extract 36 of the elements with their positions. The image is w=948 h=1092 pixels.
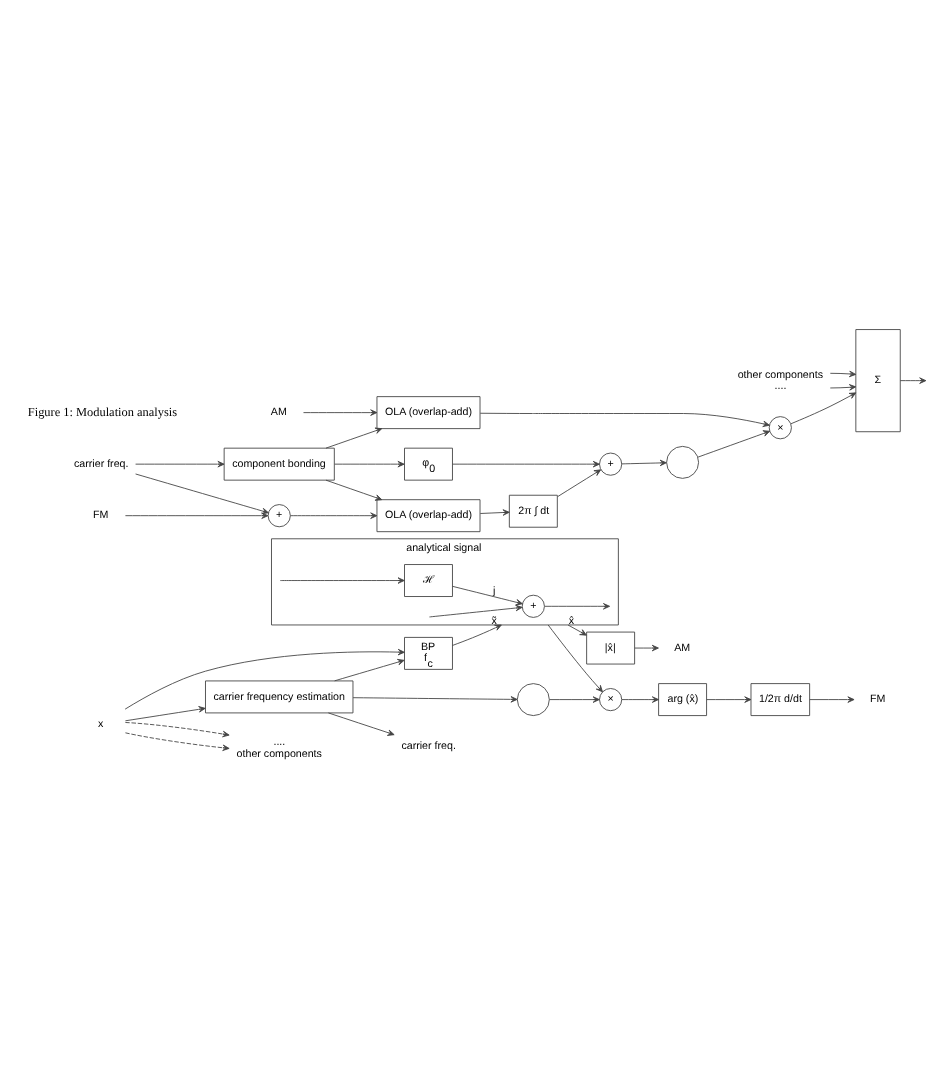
arrow — [479, 411, 770, 427]
arrow — [452, 459, 600, 467]
arrow — [334, 459, 405, 467]
arrow — [124, 705, 206, 721]
arrow — [567, 623, 587, 635]
arrow — [124, 721, 230, 737]
arrow — [452, 584, 523, 605]
arrow — [352, 695, 518, 702]
arrow — [135, 472, 269, 514]
arrow — [479, 508, 510, 515]
arrow — [829, 369, 857, 377]
arrow — [621, 695, 659, 702]
arrow — [547, 623, 603, 692]
arrow — [790, 391, 857, 424]
arrow — [809, 695, 855, 702]
arrow — [452, 623, 502, 645]
arrow — [303, 408, 378, 415]
arrow — [429, 598, 523, 617]
arrow — [549, 695, 600, 702]
arrow — [124, 647, 405, 709]
arrow — [706, 695, 752, 702]
arrow — [334, 657, 405, 681]
arrow — [325, 426, 383, 448]
node-circle — [666, 444, 700, 478]
arrow — [829, 383, 857, 390]
arrow — [634, 643, 659, 651]
arrow — [124, 511, 269, 518]
arrow — [124, 731, 230, 750]
arrow — [327, 711, 395, 735]
arrow — [135, 459, 225, 467]
arrow — [621, 458, 667, 466]
arrow — [325, 478, 383, 500]
node-circle — [516, 682, 550, 716]
arrow — [557, 468, 602, 497]
arrow — [290, 511, 378, 518]
arrow — [697, 429, 771, 457]
